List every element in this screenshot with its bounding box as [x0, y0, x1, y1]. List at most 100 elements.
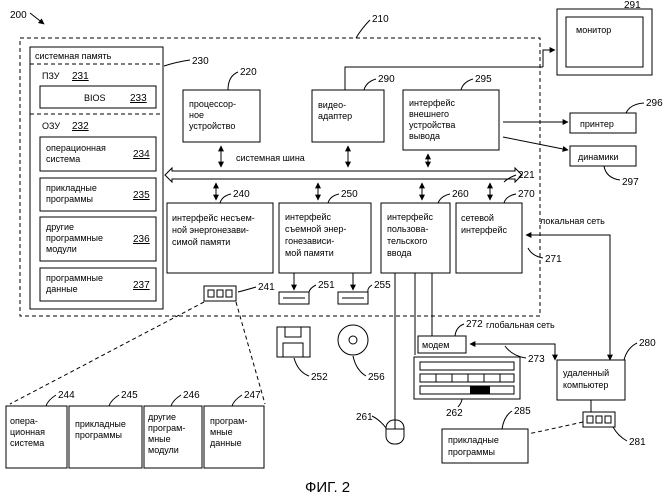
optical-disc-icon: [338, 325, 368, 355]
dc-mods-l1: другие: [148, 412, 176, 422]
disk-contents: опера- ционная система 244 прикладные пр…: [6, 390, 264, 468]
dc-os-l1: опера-: [10, 416, 38, 426]
ref-245: 245: [121, 390, 138, 401]
modem-label: модем: [422, 340, 449, 350]
dc-apps-l2: программы: [75, 430, 122, 440]
ref-291: 291: [624, 0, 641, 11]
dc-os-l3: система: [10, 438, 44, 448]
ram-item-data-l2: данные: [46, 284, 78, 294]
bios-label: BIOS: [84, 93, 106, 103]
dc-data-l1: програм-: [210, 416, 247, 426]
ref-247: 247: [244, 390, 261, 401]
ref-220: 220: [240, 67, 257, 78]
nif-l1: сетевой: [461, 213, 494, 223]
ram-item-os-l2: система: [46, 154, 80, 164]
ram-item-modules-l1: другие: [46, 222, 74, 232]
rif-l4: мой памяти: [285, 248, 334, 258]
ref-285: 285: [514, 406, 531, 417]
ref-281: 281: [629, 437, 646, 448]
system-bus-label: системная шина: [236, 153, 305, 163]
remote-apps-l2: программы: [448, 447, 495, 457]
dc-os-l2: ционная: [10, 427, 45, 437]
ram-label: ОЗУ: [42, 121, 60, 131]
ref-232: 232: [72, 121, 89, 132]
ref-272: 272: [466, 319, 483, 330]
ref-244: 244: [58, 390, 75, 401]
ref-296: 296: [646, 98, 663, 109]
floppy-disk-icon: [277, 327, 310, 357]
outif-l2: внешнего: [409, 109, 449, 119]
ref-234: 234: [133, 149, 150, 160]
cpu-l2: ное: [189, 110, 204, 120]
keyboard-icon: [414, 357, 520, 399]
ref-250: 250: [341, 189, 358, 200]
ref-260: 260: [452, 189, 469, 200]
ref-262: 262: [446, 408, 463, 419]
ref-241: 241: [258, 282, 275, 293]
nrif-l2: ной энергонезави-: [172, 225, 249, 235]
rif-l2: съемной энер-: [285, 224, 346, 234]
nrif-l1: интерфейс несъем-: [172, 213, 255, 223]
uif-l2: пользова-: [387, 224, 428, 234]
system-bus: системная шина: [165, 153, 522, 182]
ref-251: 251: [318, 280, 335, 291]
ref-231: 231: [72, 71, 89, 82]
video-l1: видео-: [318, 100, 346, 110]
monitor: монитор: [557, 9, 652, 75]
uif-l4: ввода: [387, 248, 412, 258]
ref-271: 271: [545, 254, 562, 265]
ref-273: 273: [528, 354, 545, 365]
cpu-l1: процессор-: [189, 99, 236, 109]
dc-mods-l2: програм-: [148, 423, 185, 433]
video-l2: адаптер: [318, 111, 352, 121]
dc-data-l2: мные: [210, 427, 233, 437]
printer-label: принтер: [580, 119, 614, 129]
ref-295: 295: [475, 74, 492, 85]
dc-mods-l3: мные: [148, 434, 171, 444]
outif-l4: вывода: [409, 131, 440, 141]
ref-233: 233: [130, 93, 147, 104]
uif-l3: тельского: [387, 236, 427, 246]
rif-l3: гонезависи-: [285, 236, 334, 246]
rif-l1: интерфейс: [285, 212, 331, 222]
uif-l1: интерфейс: [387, 212, 433, 222]
mouse-icon: [386, 420, 404, 444]
nif-l2: интерфейс: [461, 225, 507, 235]
outif-l3: устройства: [409, 120, 455, 130]
ram-item-apps-l2: программы: [46, 194, 93, 204]
ref-236: 236: [133, 234, 150, 245]
nrif-l3: симой памяти: [172, 237, 230, 247]
remote-l2: компьютер: [563, 380, 608, 390]
dc-mods-l4: модули: [148, 445, 179, 455]
outif-l1: интерфейс: [409, 98, 455, 108]
wan-label: глобальная сеть: [486, 320, 555, 330]
ram-item-modules-l2: программные: [46, 233, 103, 243]
ram-item-os-l1: операционная: [46, 143, 106, 153]
remote-apps-l1: прикладные: [448, 435, 499, 445]
ram-item-apps-l1: прикладные: [46, 183, 97, 193]
ref-255: 255: [374, 280, 391, 291]
ref-200: 200: [10, 10, 27, 21]
monitor-label: монитор: [576, 25, 611, 35]
system-memory-title: системная память: [35, 51, 112, 61]
ref-210: 210: [372, 14, 389, 25]
ram-item-data-l1: программные: [46, 273, 103, 283]
cpu-l3: устройство: [189, 121, 235, 131]
ref-270: 270: [518, 189, 535, 200]
rom-label: ПЗУ: [42, 71, 60, 81]
ref-240: 240: [233, 189, 250, 200]
ref-252: 252: [311, 372, 328, 383]
ref-280: 280: [639, 338, 656, 349]
ref-290: 290: [378, 74, 395, 85]
ref-237: 237: [133, 280, 150, 291]
speakers-label: динамики: [578, 152, 618, 162]
figure-caption: ФИГ. 2: [305, 479, 350, 496]
lan-label: локальная сеть: [540, 216, 605, 226]
dc-apps-l1: прикладные: [75, 419, 126, 429]
ref-261: 261: [356, 412, 373, 423]
ref-221: 221: [518, 170, 535, 181]
ref-256: 256: [368, 372, 385, 383]
remote-l1: удаленный: [563, 368, 609, 378]
ref-246: 246: [183, 390, 200, 401]
